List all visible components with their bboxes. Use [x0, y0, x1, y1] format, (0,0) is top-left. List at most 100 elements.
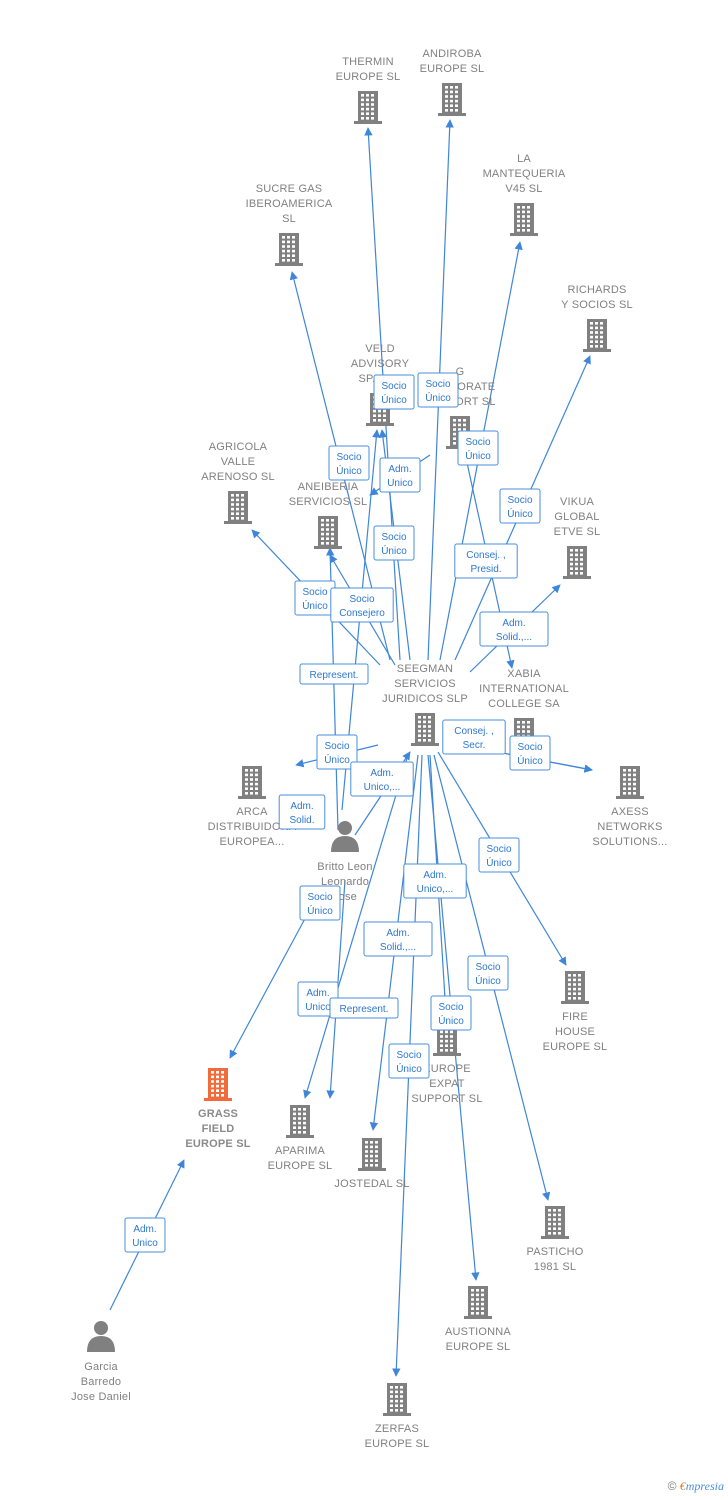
node-label: PASTICHO: [526, 1246, 583, 1258]
node-label: SERVICIOS: [394, 678, 456, 690]
edge-label-text: Socio: [465, 437, 490, 448]
building-icon: [438, 83, 466, 116]
building-icon: [541, 1206, 569, 1239]
building-icon: [510, 203, 538, 236]
node-label: VIKUA: [560, 496, 594, 508]
edge-label-text: Socio: [381, 381, 406, 392]
node-label: FIRE: [562, 1011, 588, 1023]
edge-label-text: Único: [507, 507, 533, 520]
building-icon: [433, 1023, 461, 1056]
edge-label-garcia-to-grass[interactable]: Adm.Unico: [124, 1217, 166, 1253]
edge-label-seegman-to-vikua[interactable]: Adm.Solid.,...: [479, 611, 549, 647]
node-label: AXESS: [611, 806, 649, 818]
node-label: Garcia: [84, 1361, 118, 1373]
edge-label-text: Unico: [132, 1238, 158, 1249]
edge-label-text: Unico,...: [364, 782, 401, 793]
edge-label-text: Unico: [305, 1002, 331, 1013]
edge-label-seegman-to-xabia[interactable]: Consej. ,Presid.: [454, 543, 518, 579]
node-label: ETVE SL: [554, 526, 601, 538]
focus-building-icon: [204, 1068, 232, 1101]
edge-label-text: Solid.,...: [496, 632, 532, 643]
edge-label-text: Único: [381, 393, 407, 406]
node-pasticho[interactable]: PASTICHO 1981 SL: [526, 1206, 584, 1273]
edge-label-text: Adm.: [386, 928, 409, 939]
node-label: EXPAT: [429, 1078, 465, 1090]
edge-label-seegman-to-axess[interactable]: Consej. ,Secr.: [442, 719, 506, 755]
edge-label-seegman-to-austionna[interactable]: Adm.Unico,...: [403, 863, 467, 899]
edge-label-britto-to-arca[interactable]: Adm.Solid.: [278, 794, 326, 830]
node-label: VELD: [365, 343, 395, 355]
node-label: EUROPE SL: [268, 1160, 333, 1172]
node-axess[interactable]: AXESSNETWORKSSOLUTIONS...: [592, 766, 667, 848]
edge-label-text: Consej. ,: [454, 726, 493, 737]
edge-label-text: Único: [396, 1062, 422, 1075]
edge-label-britto-to-aparima[interactable]: Represent.: [329, 997, 399, 1019]
edge-label-text: Socio: [349, 594, 374, 605]
brand-logo-mark: €: [679, 1479, 686, 1493]
edge-label-text: Socio: [302, 587, 327, 598]
node-jostedal[interactable]: JOSTEDAL SL: [334, 1138, 409, 1190]
edge-label-britto-to-veld[interactable]: Represent.: [299, 663, 369, 685]
building-icon: [358, 1138, 386, 1171]
building-icon: [383, 1383, 411, 1416]
edge-label-text: Único: [517, 754, 543, 767]
node-label: NETWORKS: [597, 821, 662, 833]
edge-label-text: Adm.: [423, 870, 446, 881]
edge-label-britto-to-seegman[interactable]: Adm.Unico,...: [350, 761, 414, 797]
node-label: EUROPE SL: [365, 1438, 430, 1450]
node-label: Barredo: [81, 1376, 122, 1388]
edge-label-text: Socio: [475, 962, 500, 973]
node-label: 1981 SL: [534, 1261, 576, 1273]
node-label: EUROPE SL: [185, 1138, 250, 1150]
edge-label-seegman-to-corporate[interactable]: Adm.Unico: [379, 457, 421, 493]
node-arca[interactable]: ARCADISTRIBUIDORAEUROPEA...: [208, 766, 297, 848]
edge-label-seegman-to-jostedal[interactable]: Adm. Solid.,...: [363, 921, 433, 957]
edge-britto-to-grass: [229, 899, 316, 1059]
edge-label-text: Consejero: [339, 608, 385, 619]
edge-label-text: Solid.,...: [380, 942, 416, 953]
node-label: ADVISORY: [351, 358, 410, 370]
edge-label-text: Único: [336, 464, 362, 477]
node-label: INTERNATIONAL: [479, 683, 569, 695]
node-label: IBEROAMERICA: [246, 198, 333, 210]
edge-label-text: Represent.: [340, 1004, 389, 1015]
node-label: RICHARDS: [567, 284, 626, 296]
node-label: Jose Daniel: [71, 1391, 131, 1403]
edge-label-text: Socio: [425, 379, 450, 390]
edge-label-text: Socio: [486, 844, 511, 855]
node-label: XABIA: [507, 668, 541, 680]
edge-label-text: Adm.: [290, 801, 313, 812]
